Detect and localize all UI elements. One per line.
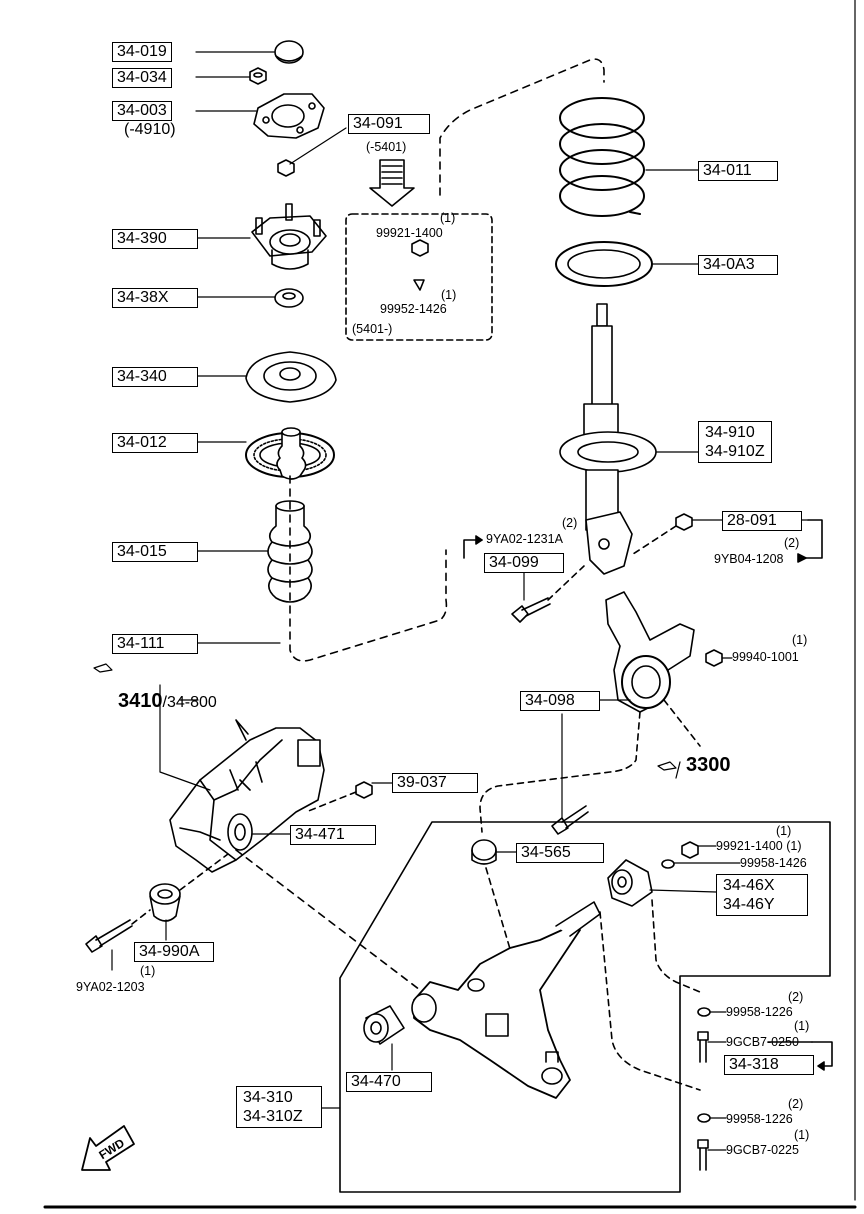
bolt-9gcb7-0225-qty: (1) (794, 1128, 810, 1142)
part-34-46y-line: 34-46Y (723, 896, 775, 913)
bolt-9gcb7-0250-qty: (1) (794, 1019, 810, 1033)
spring-seat-icon (245, 351, 337, 403)
strut-assembly-icon (559, 303, 657, 575)
nut-99921b-qty: (1) (776, 824, 792, 838)
washer-99958-1226a-qty: (2) (788, 990, 804, 1004)
nut-99921b-label[interactable]: 99921-1400 (1) (716, 839, 802, 853)
subframe-bushing-icon (227, 813, 253, 851)
part-28-091-label[interactable]: 28-091 (722, 511, 802, 531)
arm-bushing-small-icon (471, 839, 497, 865)
washer-99958-1426-label[interactable]: 99958-1426 (740, 856, 807, 870)
part-34-034-label[interactable]: 34-034 (112, 68, 172, 88)
part-34-003-label[interactable]: 34-003 (112, 101, 172, 121)
part-34-011-label[interactable]: 34-011 (698, 161, 778, 181)
reference-pointer-icon (93, 663, 677, 771)
washer-99952-qty: (1) (441, 288, 457, 302)
part-34-38x-label[interactable]: 34-38X (112, 288, 198, 308)
ref-3410-number: 3410 (118, 690, 163, 712)
part-34-091-label[interactable]: 34-091 (348, 114, 430, 134)
washer-99952-label[interactable]: 99952-1426 (380, 302, 447, 316)
range-5401: (5401-) (352, 322, 393, 336)
washer-99958-1226b-qty: (2) (788, 1097, 804, 1111)
washer-99958-1226a-label[interactable]: 99958-1226 (726, 1005, 793, 1019)
part-34-0a3-label[interactable]: 34-0A3 (698, 255, 778, 275)
bushing-icon (274, 288, 304, 308)
part-34-091-range: (-5401) (366, 140, 407, 154)
nut-99940-qty: (1) (792, 633, 808, 647)
part-34-019-label[interactable]: 34-019 (112, 42, 172, 62)
control-arm-bushing-icon (149, 883, 181, 922)
ref-3410-label[interactable]: 3410/34-800 (118, 690, 217, 714)
part-34-318-label[interactable]: 34-318 (724, 1055, 814, 1075)
front-arm-bushing-icon (363, 1005, 405, 1045)
part-39-037-label[interactable]: 39-037 (392, 773, 478, 793)
nut-icon (249, 67, 267, 85)
knuckle-bolt-icon (551, 805, 589, 835)
bolt-0250-icon (697, 1031, 709, 1063)
part-34-910-line: 34-910 (705, 424, 755, 441)
part-34-390-label[interactable]: 34-390 (112, 229, 198, 249)
steering-knuckle-icon (605, 591, 695, 713)
part-34-470-label[interactable]: 34-470 (346, 1072, 432, 1092)
part-34-310-label[interactable]: 34-310 34-310Z (236, 1086, 322, 1128)
lower-control-arm-icon (411, 901, 601, 1099)
bolt-9ya02-1231-label[interactable]: 9YA02-1231A (486, 532, 563, 546)
part-34-098-label[interactable]: 34-098 (520, 691, 600, 711)
nut-99921-qty: (1) (440, 211, 456, 225)
dust-cap-icon (274, 40, 304, 64)
bolt-9ya02-1203-label[interactable]: 9YA02-1203 (76, 980, 145, 994)
strut-mount-icon (251, 203, 327, 270)
part-34-990a-label[interactable]: 34-990A (134, 942, 214, 962)
mount-plate-icon (253, 93, 325, 139)
part-34-003-range: (-4910) (124, 121, 176, 138)
bolt-9ya02-1231-qty: (2) (562, 516, 578, 530)
rear-arm-bushing-icon (607, 859, 653, 907)
part-34-565-label[interactable]: 34-565 (516, 843, 604, 863)
ref-3300-label[interactable]: 3300 (686, 754, 731, 776)
long-bolt-icon (85, 919, 133, 953)
part-34-310z-line: 34-310Z (243, 1108, 303, 1125)
alternate-parts-arrow-icon (369, 159, 415, 207)
crossmember-icon (169, 719, 325, 873)
bolt-9yb04-label[interactable]: 9YB04-1208 (714, 552, 784, 566)
bolt-9ya02-1203-qty: (1) (140, 964, 156, 978)
part-34-46x-label[interactable]: 34-46X 34-46Y (716, 874, 808, 916)
nut-99921-label[interactable]: 99921-1400 (376, 226, 443, 240)
part-34-099-label[interactable]: 34-099 (484, 553, 564, 573)
part-34-310-line: 34-310 (243, 1089, 293, 1106)
part-34-910-label[interactable]: 34-910 34-910Z (698, 421, 772, 463)
spring-insulator-icon (555, 241, 653, 287)
part-34-471-label[interactable]: 34-471 (290, 825, 376, 845)
bump-stop-icon (276, 427, 307, 480)
bolt-9gcb7-0225-label[interactable]: 9GCB7-0225 (726, 1143, 799, 1157)
strut-bolt-icon (511, 597, 551, 623)
bolt-9yb04-qty: (2) (784, 536, 800, 550)
part-34-012-label[interactable]: 34-012 (112, 433, 198, 453)
bolt-9gcb7-0250-label[interactable]: 9GCB7-0250 (726, 1035, 799, 1049)
part-34-015-label[interactable]: 34-015 (112, 542, 198, 562)
ref-3410-suffix: /34-800 (162, 694, 217, 711)
fwd-arrow-icon (81, 1125, 135, 1171)
nut-99940-label[interactable]: 99940-1001 (732, 650, 799, 664)
part-34-111-label[interactable]: 34-111 (112, 634, 198, 654)
part-34-340-label[interactable]: 34-340 (112, 367, 198, 387)
part-34-910z-line: 34-910Z (705, 443, 765, 460)
coil-spring-icon (559, 97, 645, 217)
bolt-0225-icon (697, 1139, 709, 1171)
washer-99958-1226b-label[interactable]: 99958-1226 (726, 1112, 793, 1126)
part-34-46x-line: 34-46X (723, 877, 775, 894)
